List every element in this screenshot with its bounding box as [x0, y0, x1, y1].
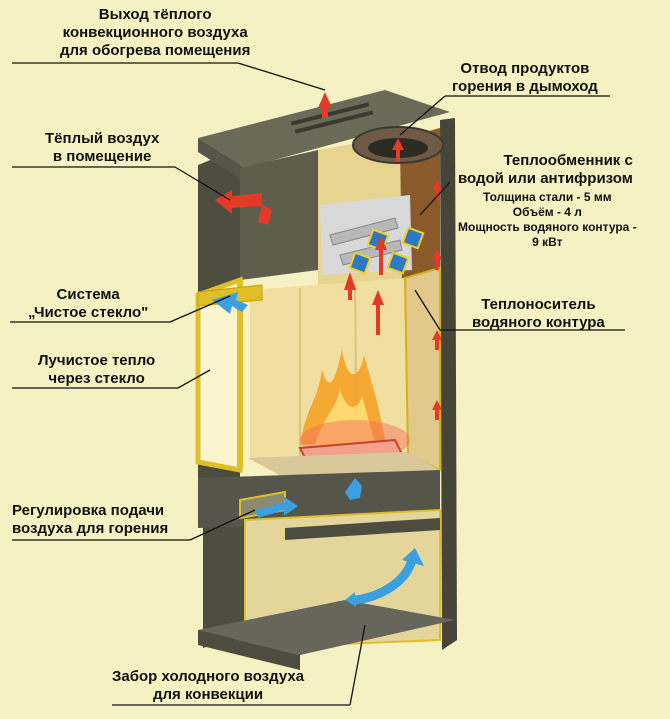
label-line: Теплообменник с	[503, 152, 633, 169]
label-line: водой или антифризом	[458, 170, 633, 187]
label-line: через стекло	[48, 370, 145, 387]
lower-chamber-shelf	[285, 518, 440, 540]
label-line: Лучистое тепло	[38, 352, 156, 369]
label-line: Забор холодного воздуха	[112, 668, 305, 685]
label-cold-intake: Забор холодного воздуха для конвекции	[112, 668, 304, 704]
label-line: Отвод продуктов	[460, 60, 590, 77]
top-cap-front	[198, 138, 245, 182]
label-line: Регулировка подачи	[12, 502, 165, 519]
label-line: в помещение	[52, 148, 152, 165]
label-line: воздуха для горения	[12, 520, 169, 537]
label-clean-glass: Система „Чистое стекло"	[28, 286, 148, 322]
label-warm-air: Тёплый воздух в помещение	[45, 130, 159, 166]
right-wall	[440, 118, 457, 650]
label-line: горения в дымоход	[452, 78, 598, 95]
base-plate	[198, 600, 455, 655]
firebox-side	[403, 266, 441, 472]
label-line: водяного контура	[472, 314, 605, 331]
warm-air-arrows	[215, 92, 442, 420]
label-heat-exchanger: Теплообменник с водой или антифризом	[458, 152, 633, 188]
label-warm-outlet: Выход тёплого конвекционного воздуха для…	[60, 6, 250, 60]
label-flue: Отвод продуктов горения в дымоход	[452, 60, 598, 96]
label-radiant-heat: Лучистое тепло через стекло	[38, 352, 155, 388]
cold-air-arrows	[212, 292, 424, 607]
label-line: Тёплый воздух	[45, 130, 160, 147]
exchanger-tubes	[348, 226, 425, 275]
label-air-control: Регулировка подачи воздуха для горения	[12, 502, 168, 538]
label-line: для конвекции	[153, 686, 264, 703]
label-coolant: Теплоноситель водяного контура	[472, 296, 605, 332]
glass-door	[195, 276, 243, 474]
label-line: Толщина стали - 5 мм	[483, 190, 612, 204]
flame-core	[315, 390, 375, 445]
label-line: Теплоноситель	[481, 296, 596, 313]
label-line: „Чистое стекло"	[28, 304, 149, 321]
label-line: Объём - 4 л	[512, 205, 582, 219]
label-exchanger-specs: Толщина стали - 5 мм Объём - 4 л Мощност…	[458, 190, 637, 250]
label-line: 9 кВт	[532, 235, 563, 249]
label-line: Система	[56, 286, 120, 303]
label-line: Мощность водяного контура -	[458, 220, 637, 234]
base-front	[198, 630, 300, 670]
label-line: Выход тёплого	[98, 6, 212, 23]
left-wall-lower	[203, 505, 245, 648]
leader-lines	[10, 62, 625, 706]
label-line: конвекционного воздуха	[62, 24, 248, 41]
convection-plate	[240, 150, 318, 280]
top-cap	[198, 90, 450, 168]
label-line: для обогрева помещения	[60, 42, 251, 59]
top-vent-slots	[290, 102, 374, 134]
hearth-floor	[248, 452, 440, 478]
